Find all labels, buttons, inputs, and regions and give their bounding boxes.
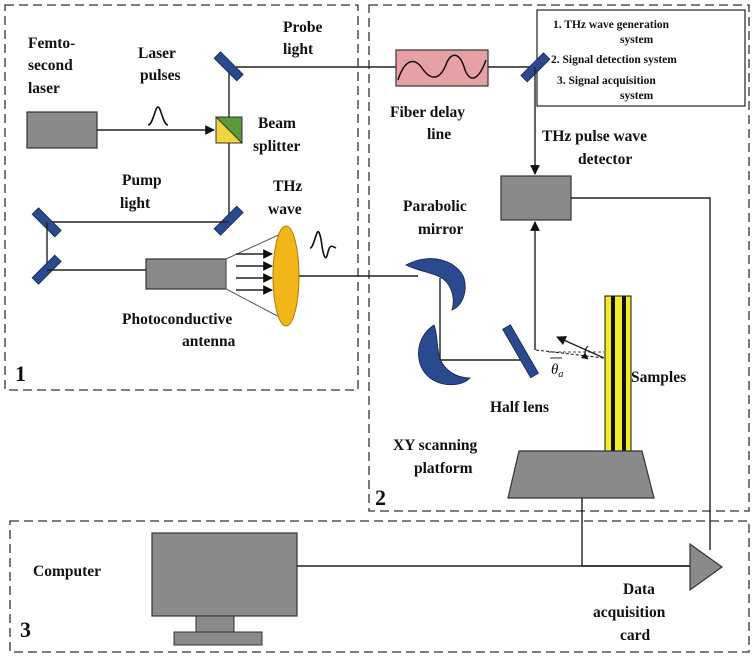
xy-platform-label-1: XY scanning <box>393 437 478 454</box>
detector-label-2: detector <box>578 151 632 168</box>
angle-arc <box>580 345 589 360</box>
data-card-label-3: card <box>620 627 651 644</box>
femtosecond-laser <box>26 111 98 149</box>
parabolic-mirror-upper <box>405 258 466 311</box>
beam-splitter-label-2: splitter <box>253 138 300 155</box>
theta-letter: θ <box>551 362 559 378</box>
probe-light-label-2: light <box>283 41 314 58</box>
fiber-delay-label-1: Fiber delay <box>390 104 465 121</box>
parabolic-mirror-lower <box>418 324 471 386</box>
samples-label: Samples <box>631 369 686 386</box>
legend-item-2: 2. Signal detection system <box>551 54 677 66</box>
femtosecond-laser-label-2: second <box>28 57 73 74</box>
computer-label: Computer <box>33 563 101 580</box>
pump-light-label-2: light <box>120 195 151 212</box>
computer-icon <box>151 532 298 646</box>
laser-pulses-label-2: pulses <box>140 67 181 84</box>
region-1-number: 1 <box>15 361 26 386</box>
femtosecond-laser-label-3: laser <box>28 80 60 97</box>
region-3-box <box>9 520 750 653</box>
antenna-label-1: Photoconductive <box>122 311 232 328</box>
sample-layer-2 <box>622 296 626 452</box>
laser-pulse-waveform <box>147 106 169 126</box>
half-lens-label: Half lens <box>490 399 549 416</box>
sample-layer-1 <box>611 296 615 452</box>
region-2-number: 2 <box>375 485 386 510</box>
region-2-box <box>368 4 750 512</box>
collimating-lens <box>272 225 300 327</box>
theta-subscript: a <box>558 369 563 380</box>
legend-item-1-line-2: system <box>620 34 654 46</box>
legend-item-3-line-2: system <box>620 90 654 102</box>
detector-to-card-wire <box>571 197 711 550</box>
detector-label-1: THz pulse wave <box>542 128 647 145</box>
sample-holder <box>604 295 632 453</box>
region-1-box <box>4 4 359 391</box>
fiber-delay-line <box>395 49 489 87</box>
half-lens <box>502 324 540 379</box>
antenna-label-2: antenna <box>182 333 236 350</box>
thz-wave-label-1: THz <box>273 178 302 195</box>
femtosecond-laser-label-1: Femto- <box>28 35 75 52</box>
platform-to-card-wire <box>581 498 690 567</box>
parabolic-mirror-label-1: Parabolic <box>403 198 467 215</box>
legend-item-3-line-1: 3. Signal acquisition <box>557 75 656 87</box>
data-card-label-2: acquisition <box>593 604 666 621</box>
probe-light-label-1: Probe <box>283 19 322 36</box>
thz-pulse-detector <box>500 175 572 221</box>
xy-platform-label-2: platform <box>414 460 473 477</box>
theta-symbol: θa <box>551 362 563 380</box>
beam-splitter <box>214 116 243 145</box>
thz-wave-label-2: wave <box>268 201 302 218</box>
laser-pulses-label-1: Laser <box>138 45 176 62</box>
reflection-ray <box>556 336 605 359</box>
region-3-number: 3 <box>20 617 31 642</box>
pump-light-label-1: Pump <box>122 172 162 189</box>
beam-splitter-label-1: Beam <box>258 115 296 132</box>
xy-scanning-platform <box>507 450 655 499</box>
legend-item-1-line-1: 1. THz wave generation <box>553 19 670 31</box>
pump-mirror-bottom-left <box>31 254 62 285</box>
incident-ray <box>535 349 605 359</box>
parabolic-mirror-label-2: mirror <box>418 221 463 238</box>
legend-box <box>536 9 746 107</box>
fiber-delay-label-2: line <box>427 126 451 143</box>
pump-mirror-right <box>213 205 244 236</box>
data-card-label-1: Data <box>623 581 655 598</box>
probe-mirror-1 <box>213 51 244 82</box>
thz-waveform <box>309 230 337 259</box>
fiber-delay-waveform <box>397 54 487 81</box>
data-acquisition-card <box>689 542 724 592</box>
photoconductive-antenna <box>145 258 227 290</box>
